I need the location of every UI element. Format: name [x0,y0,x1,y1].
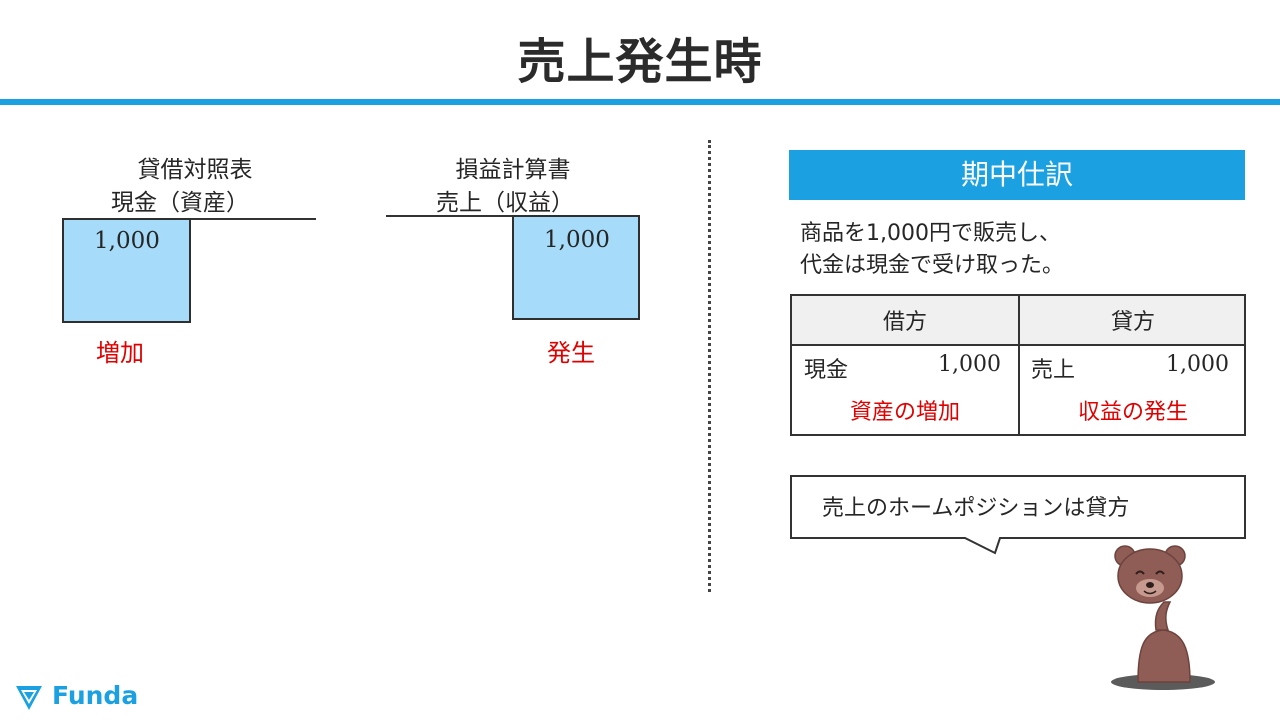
journal-debit-amount: 1,000 [938,352,1001,377]
speech-bubble-text: 売上のホームポジションは貸方 [822,496,1130,521]
funda-logo-icon [16,686,42,710]
journal-debit-account: 現金 [804,358,849,383]
income-statement-account: 売上（収益） [436,190,574,216]
bear-mascot-icon [1111,545,1215,690]
journal-credit-note: 収益の発生 [1077,400,1188,425]
journal-column-divider [1018,296,1020,434]
funda-logo-text: Funda [52,681,139,710]
journal-description-line2: 代金は現金で受け取った。 [800,253,1065,278]
journal-col-debit: 借方 [882,310,927,335]
income-statement-note: 発生 [547,339,595,367]
title-underline [0,99,1280,105]
balance-sheet-heading: 貸借対照表 [137,157,253,183]
journal-col-credit: 貸方 [1110,310,1155,335]
balance-sheet-debit-box: 1,000 [62,218,191,323]
page-title: 売上発生時 [517,34,763,90]
income-statement-credit-value: 1,000 [544,227,610,253]
balance-sheet-debit-value: 1,000 [94,228,160,254]
speech-bubble [790,475,1246,555]
income-statement-credit-box: 1,000 [512,215,640,320]
balance-sheet-account: 現金（資産） [111,190,249,216]
journal-credit-amount: 1,000 [1166,352,1229,377]
journal-header: 期中仕訳 [789,150,1245,200]
journal-credit-account: 売上 [1031,358,1076,383]
dotted-divider [708,140,711,592]
journal-description-line1: 商品を1,000円で販売し、 [800,221,1061,246]
journal-debit-note: 資産の増加 [849,400,960,425]
balance-sheet-note: 増加 [96,339,144,367]
income-statement-heading: 損益計算書 [455,157,571,183]
journal-description: 商品を1,000円で販売し、 代金は現金で受け取った。 [800,218,1064,282]
journal-table: 借方 貸方 現金 1,000 売上 1,000 資産の増加 収益の発生 [790,294,1246,436]
